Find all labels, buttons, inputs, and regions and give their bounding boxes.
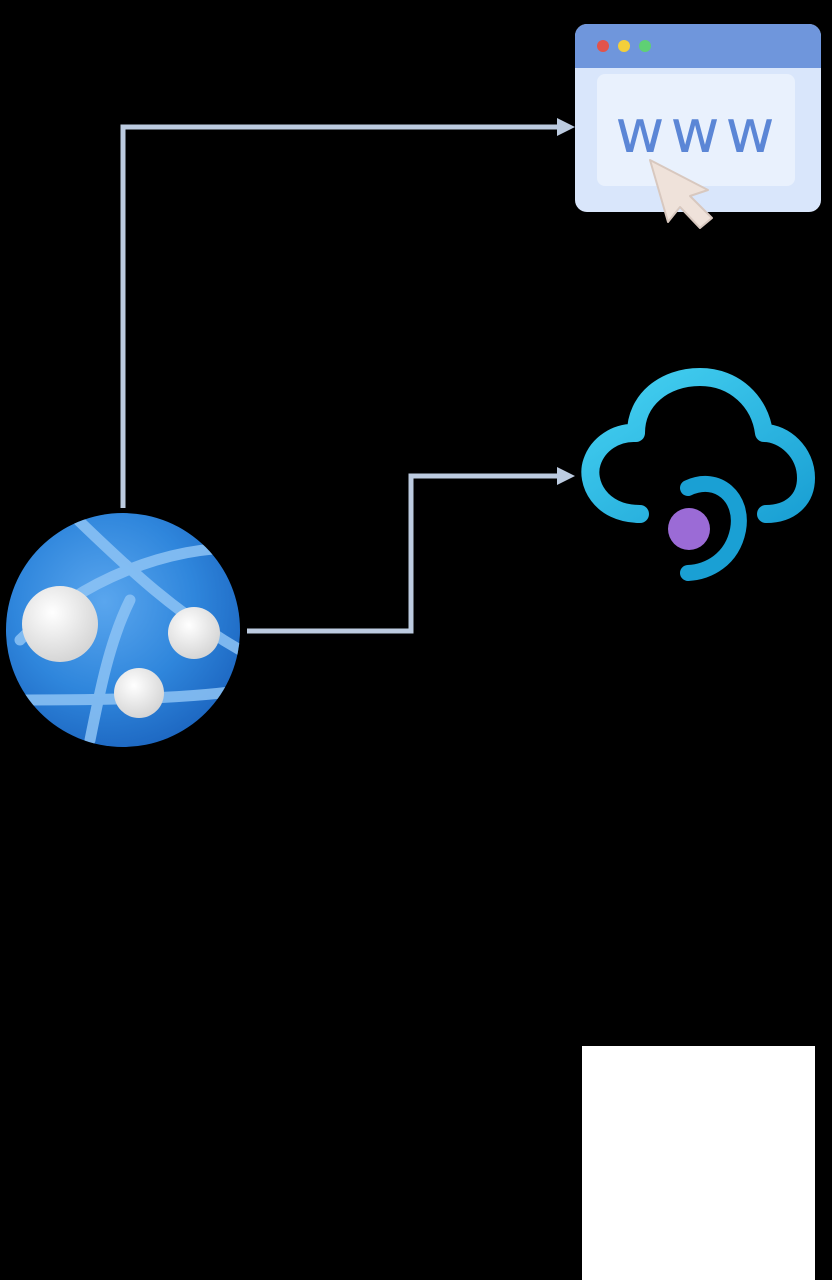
window-dot-yellow (618, 40, 630, 52)
window-dot-green (639, 40, 651, 52)
browser-www-icon: www (575, 24, 821, 229)
connector-webapp-to-cloud (247, 467, 575, 634)
arrowhead-website (557, 118, 575, 136)
cursor-icon (649, 159, 713, 229)
www-label: www (615, 97, 780, 167)
arrowhead-cloud (557, 467, 575, 485)
white-overlay-panel (582, 1046, 815, 1280)
connector-webapp-to-website (120, 118, 575, 508)
azure-cloud-service-icon (581, 368, 815, 581)
window-dot-red (597, 40, 609, 52)
azure-app-service-globe-icon (6, 513, 240, 747)
